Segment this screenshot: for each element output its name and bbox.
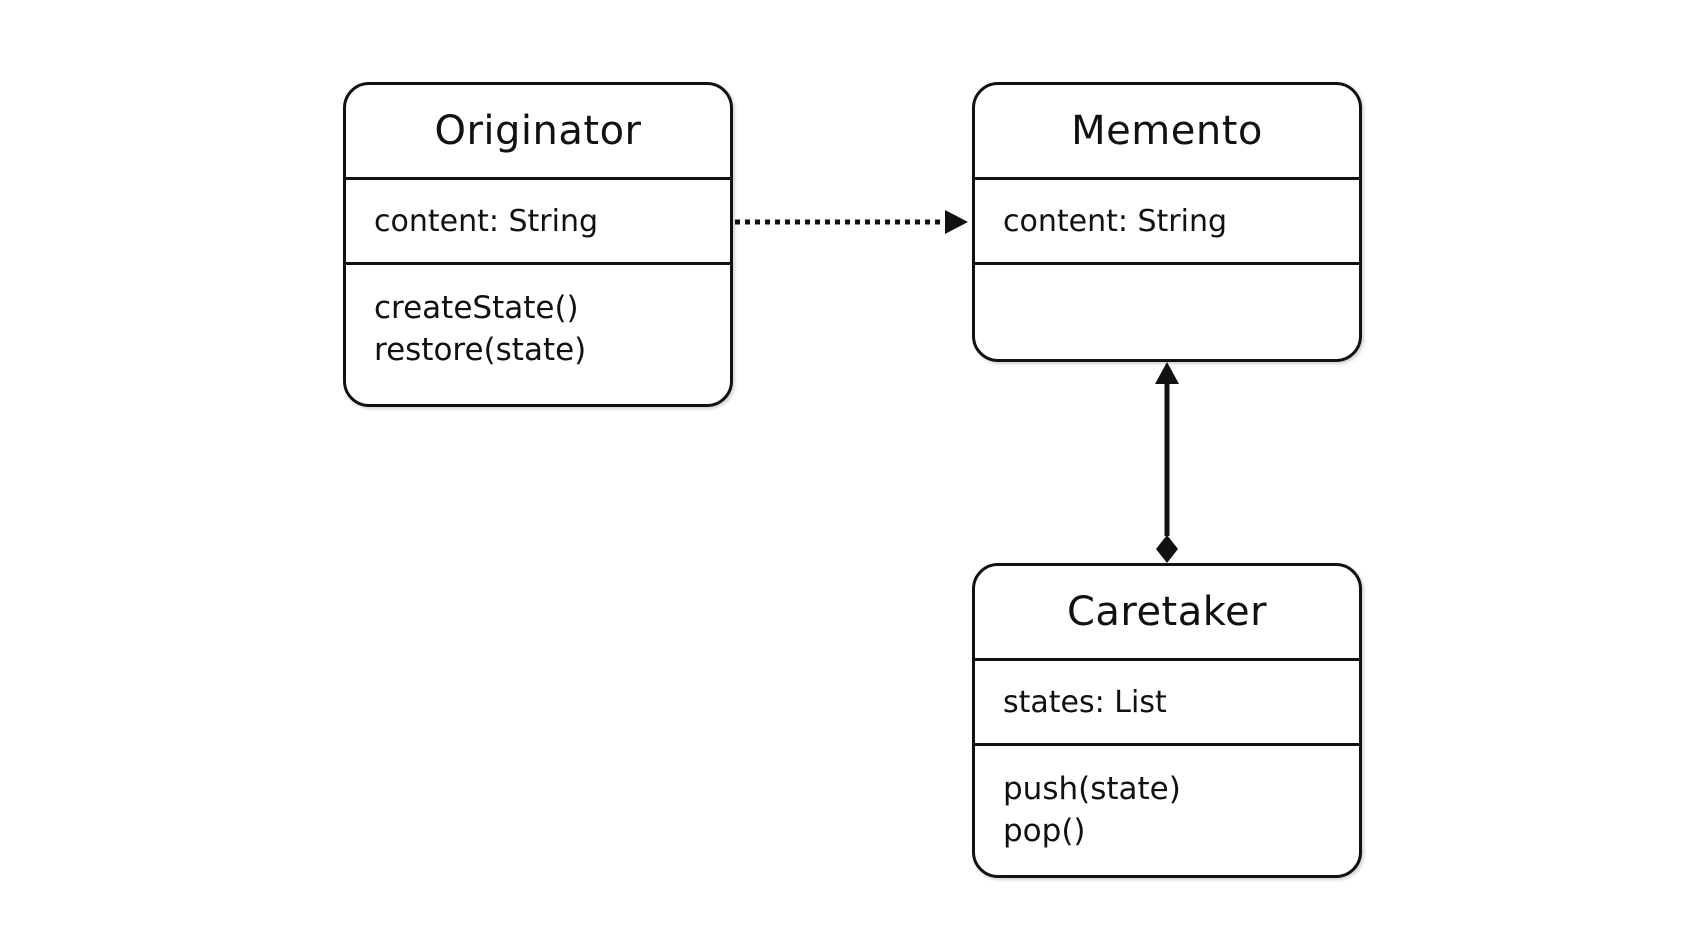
class-name-originator: Originator: [346, 85, 730, 180]
class-originator: Originator content: String createState()…: [343, 82, 733, 407]
class-name-memento: Memento: [975, 85, 1359, 180]
methods-memento: [975, 265, 1359, 359]
attributes-memento: content: String: [975, 180, 1359, 265]
attribute-content: content: String: [374, 203, 599, 239]
method-push: push(state): [1003, 771, 1181, 807]
composition-diamond: [1156, 535, 1178, 563]
attribute-states: states: List: [1003, 684, 1167, 720]
attributes-originator: content: String: [346, 180, 730, 265]
methods-originator: createState() restore(state): [346, 265, 730, 404]
method-pop: pop(): [1003, 813, 1086, 849]
composition-arrowhead: [1155, 362, 1179, 384]
attributes-caretaker: states: List: [975, 661, 1359, 746]
methods-caretaker: push(state) pop(): [975, 746, 1359, 875]
method-create-state: createState(): [374, 290, 579, 326]
dependency-arrowhead: [945, 210, 968, 234]
attribute-content: content: String: [1003, 203, 1228, 239]
class-memento: Memento content: String: [972, 82, 1362, 362]
method-restore: restore(state): [374, 332, 587, 368]
class-name-caretaker: Caretaker: [975, 566, 1359, 661]
class-caretaker: Caretaker states: List push(state) pop(): [972, 563, 1362, 878]
